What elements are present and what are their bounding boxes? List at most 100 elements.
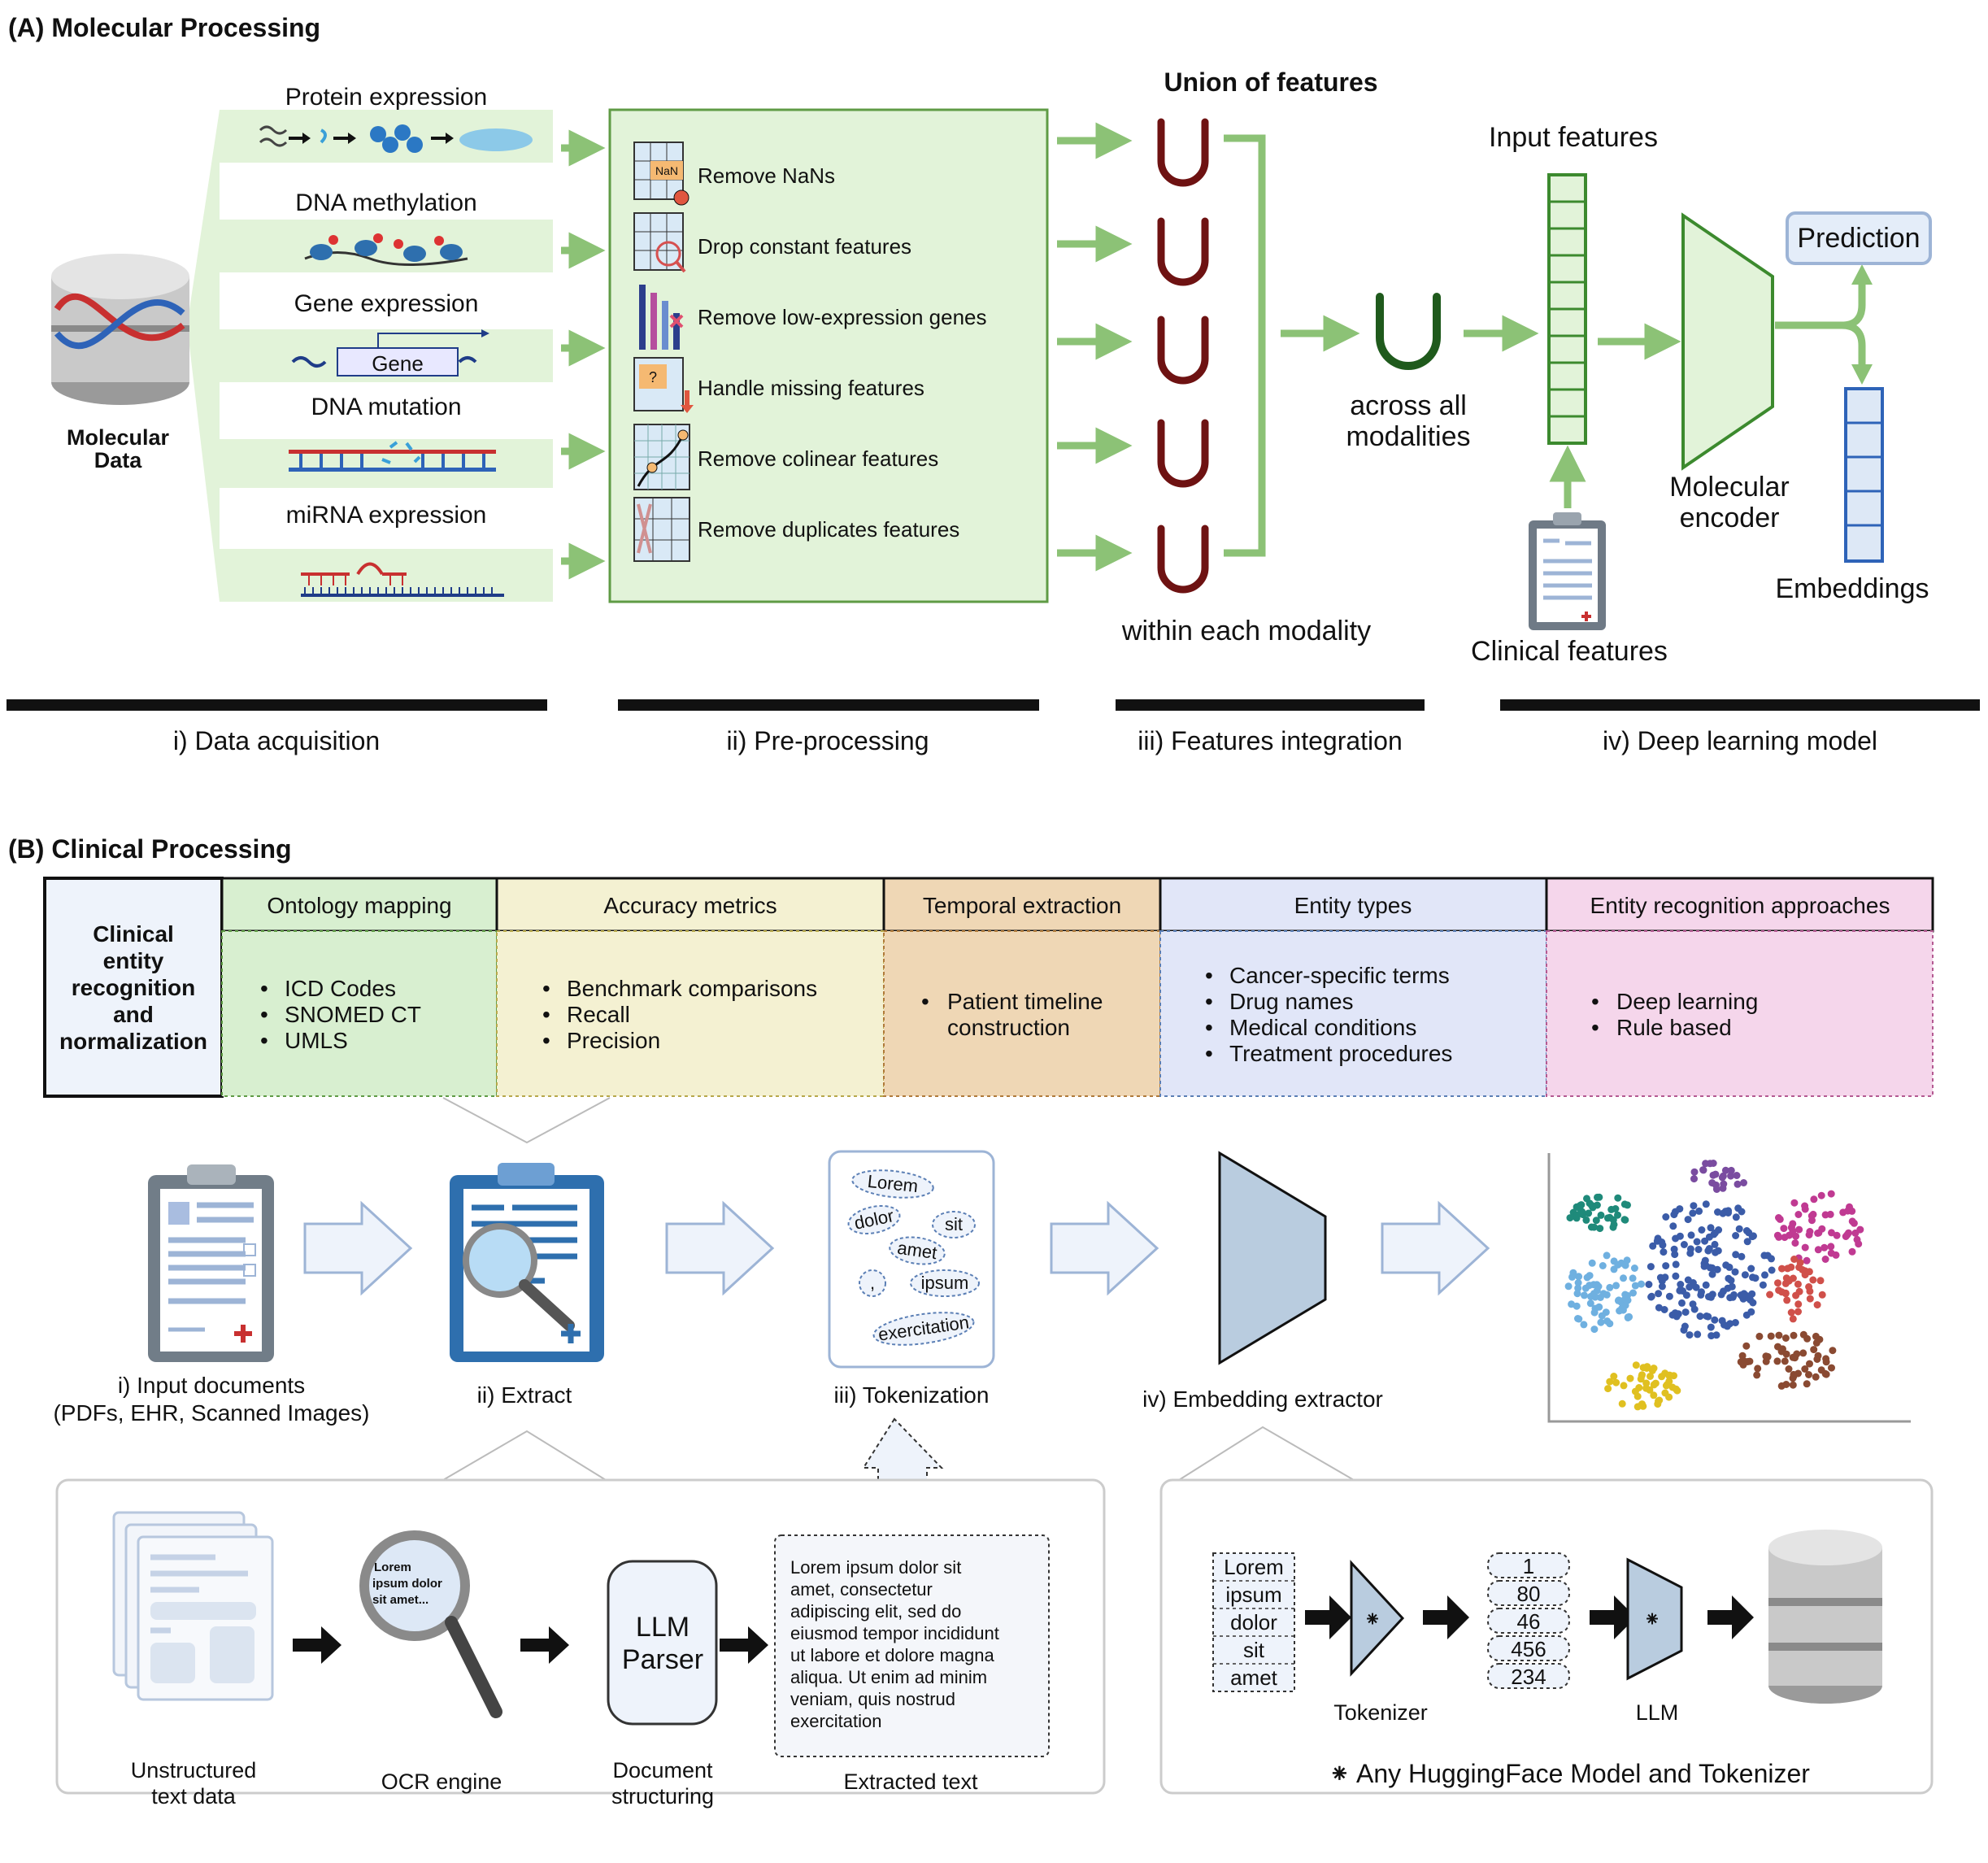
embedding-point [1806,1295,1814,1303]
embedding-point [1564,1282,1573,1291]
embedding-point [1733,1172,1741,1179]
embedding-point [1738,1208,1746,1216]
embedding-point [1803,1256,1811,1264]
embedding-point [1577,1201,1586,1209]
embedding-point [1637,1375,1645,1383]
embedding-point [1568,1273,1576,1281]
bullet: • [260,976,268,1001]
token-id: 1 [1523,1554,1534,1578]
input-feature-vector [1547,173,1587,445]
embedding-point [1573,1211,1581,1219]
ocr-lens-line: Lorem [374,1560,411,1574]
token-id: 234 [1511,1665,1546,1689]
embedding-point [1774,1343,1781,1351]
dna-mutation-icon [289,441,496,472]
embedding-point [1721,1166,1729,1174]
tokenizer-star: ⁕ [1364,1607,1381,1631]
llm-shape [1626,1557,1683,1681]
step-remove-duplicates: Remove duplicates features [698,517,959,542]
step-handle-missing: Handle missing features [698,376,924,400]
embedding-point [1590,1281,1598,1289]
embedding-point [1799,1349,1807,1357]
header-line-1: Clinical [93,921,174,947]
embedding-point [1686,1283,1694,1291]
stage-integration: iii) Features integration [1138,726,1402,755]
embedding-point [1810,1195,1818,1204]
embedding-point [1704,1312,1712,1321]
embedding-point [1711,1240,1719,1248]
clinical-clipboard-icon [1529,512,1606,630]
embedding-point [1702,1281,1710,1289]
step-remove-low-expression: Remove low-expression genes [698,305,987,329]
embedding-point [1801,1205,1809,1213]
embedding-point [1670,1211,1678,1219]
modality-methylation: DNA methylation [295,189,476,216]
embedding-point [1606,1283,1614,1291]
embedding-scatter-points [1564,1160,1864,1411]
modality-mutation: DNA mutation [311,394,461,420]
list-item: ICD Codes [285,976,396,1001]
detail-arrows [293,1626,768,1664]
embedding-point [1603,1214,1612,1222]
embedding-point [1789,1374,1797,1382]
molecular-data-label-2: Data [94,448,143,472]
embedding-point [1817,1191,1825,1199]
embeddings-label: Embeddings [1775,573,1929,604]
column-titles: Ontology mapping Accuracy metrics Tempor… [267,893,1890,918]
token-id-column: 1 80 46 456 234 [1487,1552,1570,1689]
extract-detail-connector [442,1430,607,1481]
list-item: Treatment procedures [1229,1041,1452,1066]
list-item: Patient timeline [947,989,1103,1014]
embedding-point [1689,1300,1697,1308]
embedding-point [1682,1291,1690,1299]
embedding-point [1686,1331,1694,1339]
embedding-point [1620,1296,1629,1304]
embedding-point [1709,1160,1717,1167]
text-line: veniam, quis nostrud [790,1689,955,1709]
embedding-point [1705,1245,1713,1252]
extracted-text-box [774,1534,1050,1757]
token-id: 46 [1517,1609,1541,1634]
embedding-point [1816,1277,1825,1285]
embedding-point [1693,1238,1701,1246]
embedding-point [1848,1247,1856,1256]
embedding-point [1787,1224,1795,1232]
embedding-point [1676,1205,1684,1213]
embedding-point [1626,1374,1634,1382]
embedding-point [1647,1263,1655,1271]
input-documents-icon [148,1164,274,1362]
embedding-point [1612,1205,1620,1212]
embedding-point [1782,1350,1790,1358]
embedding-point [1708,1291,1716,1299]
embedding-point [1731,1319,1739,1326]
bullet: • [1205,1015,1213,1040]
embedding-point [1761,1271,1768,1279]
embedding-point [1791,1239,1799,1247]
embedding-point [1726,1320,1734,1328]
embedding-point [1643,1363,1651,1371]
embedding-point [1806,1360,1813,1368]
embedding-point [1708,1264,1716,1272]
table-column-bodies [221,930,1934,1097]
bullet: • [1205,963,1213,988]
panel-b-title: (B) Clinical Processing [8,834,292,864]
embedding-point [1781,1290,1790,1298]
embedding-point [1750,1232,1757,1240]
embedding-point [1809,1276,1817,1284]
embedding-point [1701,1237,1709,1245]
embedding-point [1604,1385,1612,1393]
embedding-point [1740,1179,1747,1186]
col-temporal-title: Temporal extraction [923,893,1121,918]
llm-label: LLM [1636,1700,1679,1725]
unstructured-label-2: text data [151,1784,237,1809]
embedding-point [1789,1315,1797,1323]
embedding-point [1810,1346,1818,1354]
embedding-point [1658,1282,1666,1291]
embedding-vector [1844,387,1884,563]
embedding-point [1768,1266,1776,1274]
embedding-point [1751,1274,1760,1282]
embedding-point [1724,1284,1732,1292]
embedding-point [1593,1201,1601,1209]
embedding-point [1647,1373,1654,1380]
embedding-point [1709,1171,1717,1179]
